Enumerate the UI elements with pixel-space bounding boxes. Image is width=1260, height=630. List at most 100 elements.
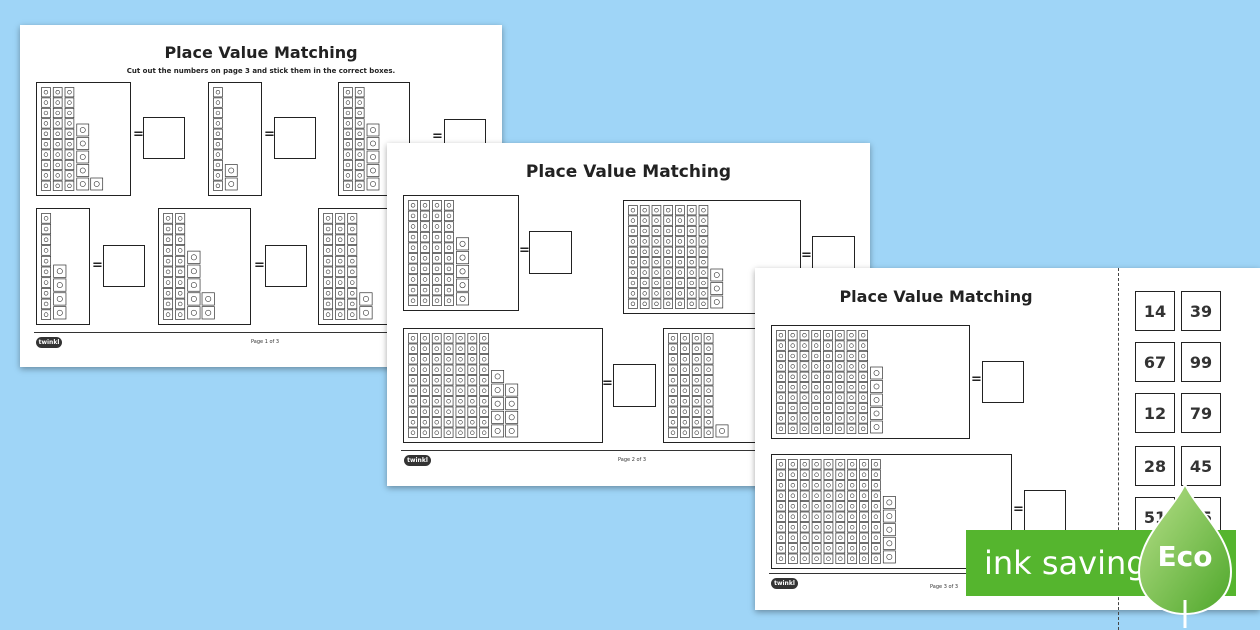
tens-rod xyxy=(811,459,822,564)
ones-cube xyxy=(187,306,201,320)
ones-cube xyxy=(505,424,519,438)
ones-cube xyxy=(870,380,883,393)
equals-sign: = xyxy=(264,127,275,142)
number-card[interactable]: 45 xyxy=(1181,446,1221,486)
number-card[interactable]: 12 xyxy=(1135,393,1175,433)
ones-cube xyxy=(491,370,505,383)
ones-cube xyxy=(456,292,470,306)
answer-box xyxy=(529,231,572,274)
tens-rod xyxy=(776,330,786,434)
ones-cube xyxy=(359,306,373,320)
ones-cube xyxy=(710,282,724,295)
tens-rod xyxy=(703,333,714,438)
base-ten-blocks xyxy=(41,213,67,320)
ones-cube xyxy=(882,536,896,550)
number-card[interactable]: 99 xyxy=(1181,342,1221,382)
number-card[interactable]: 67 xyxy=(1135,342,1175,382)
twinkl-logo: twinkl xyxy=(771,578,798,589)
tens-rod xyxy=(847,459,858,564)
tens-rod xyxy=(668,333,678,438)
ones-cube xyxy=(53,264,67,278)
tens-rod xyxy=(639,205,650,309)
page-number: Page 2 of 3 xyxy=(618,457,647,463)
ones-cube xyxy=(76,123,90,137)
tens-rod xyxy=(455,333,466,438)
tens-rod xyxy=(799,330,810,434)
worksheet-title: Place Value Matching xyxy=(164,43,358,62)
equals-sign: = xyxy=(602,376,613,391)
ones-cube xyxy=(76,137,90,150)
base-ten-blocks xyxy=(668,333,729,438)
worksheet-title: Place Value Matching xyxy=(525,162,732,182)
tens-rod xyxy=(343,87,353,191)
problem-box xyxy=(36,82,131,196)
worksheet-page-3: Place Value Matching = = twinkl Page 3 o… xyxy=(755,268,1260,610)
equals-sign: = xyxy=(92,258,103,273)
ones-cube xyxy=(505,410,519,424)
ones-cube xyxy=(456,237,470,251)
base-ten-blocks xyxy=(41,87,104,191)
ones-cube xyxy=(882,496,896,509)
tens-rod xyxy=(675,205,685,309)
tens-rod xyxy=(834,330,845,434)
tens-rod xyxy=(163,213,174,320)
ones-cube xyxy=(870,393,883,407)
page-number: Page 3 of 3 xyxy=(930,584,959,590)
base-ten-blocks xyxy=(163,213,215,320)
ones-cube xyxy=(90,177,104,191)
tens-rod xyxy=(799,459,810,564)
ones-cube xyxy=(366,123,380,137)
tens-rod xyxy=(408,200,418,306)
base-ten-blocks xyxy=(323,213,373,320)
problem-box xyxy=(208,82,262,196)
tens-rod xyxy=(444,200,454,306)
ones-cube xyxy=(882,523,896,537)
tens-rod xyxy=(698,205,709,309)
tens-rod xyxy=(41,213,52,320)
ones-cube xyxy=(491,424,505,438)
answer-box xyxy=(143,117,185,159)
tens-rod xyxy=(628,205,638,309)
tens-rod xyxy=(408,333,418,438)
ones-cube xyxy=(366,137,380,150)
tens-rod xyxy=(420,333,430,438)
tens-rod xyxy=(846,330,857,434)
ones-cube xyxy=(715,424,729,438)
problem-box xyxy=(403,195,519,311)
ones-cube xyxy=(201,292,215,306)
number-card[interactable]: 28 xyxy=(1135,446,1175,486)
equals-sign: = xyxy=(801,248,812,263)
equals-sign: = xyxy=(1013,502,1024,517)
base-ten-blocks xyxy=(408,333,519,438)
ones-cube xyxy=(187,278,201,292)
number-card[interactable]: 39 xyxy=(1181,291,1221,331)
tens-rod xyxy=(431,333,442,438)
ones-cube xyxy=(224,164,238,177)
ones-cube xyxy=(710,295,724,309)
eco-label: Eco xyxy=(1157,540,1213,573)
number-card[interactable]: 14 xyxy=(1135,291,1175,331)
ones-cube xyxy=(187,292,201,306)
problem-box xyxy=(403,328,603,443)
ones-cube xyxy=(201,306,215,320)
ones-cube xyxy=(870,407,883,420)
tens-rod xyxy=(858,330,868,434)
tens-rod xyxy=(788,459,798,564)
ones-cube xyxy=(53,306,67,320)
tens-rod xyxy=(680,333,690,438)
twinkl-logo: twinkl xyxy=(36,337,62,348)
tens-rod xyxy=(432,200,442,306)
tens-rod xyxy=(41,87,51,191)
ones-cube xyxy=(366,150,380,164)
answer-box xyxy=(103,245,145,287)
tens-rod xyxy=(479,333,490,438)
ones-cube xyxy=(456,264,470,278)
number-card[interactable]: 79 xyxy=(1181,393,1221,433)
tens-rod xyxy=(835,459,846,564)
ones-cube xyxy=(456,278,470,292)
leaf-icon xyxy=(1137,481,1233,628)
equals-sign: = xyxy=(254,258,265,273)
ones-cube xyxy=(505,383,519,397)
tens-rod xyxy=(467,333,478,438)
ones-cube xyxy=(870,420,883,434)
